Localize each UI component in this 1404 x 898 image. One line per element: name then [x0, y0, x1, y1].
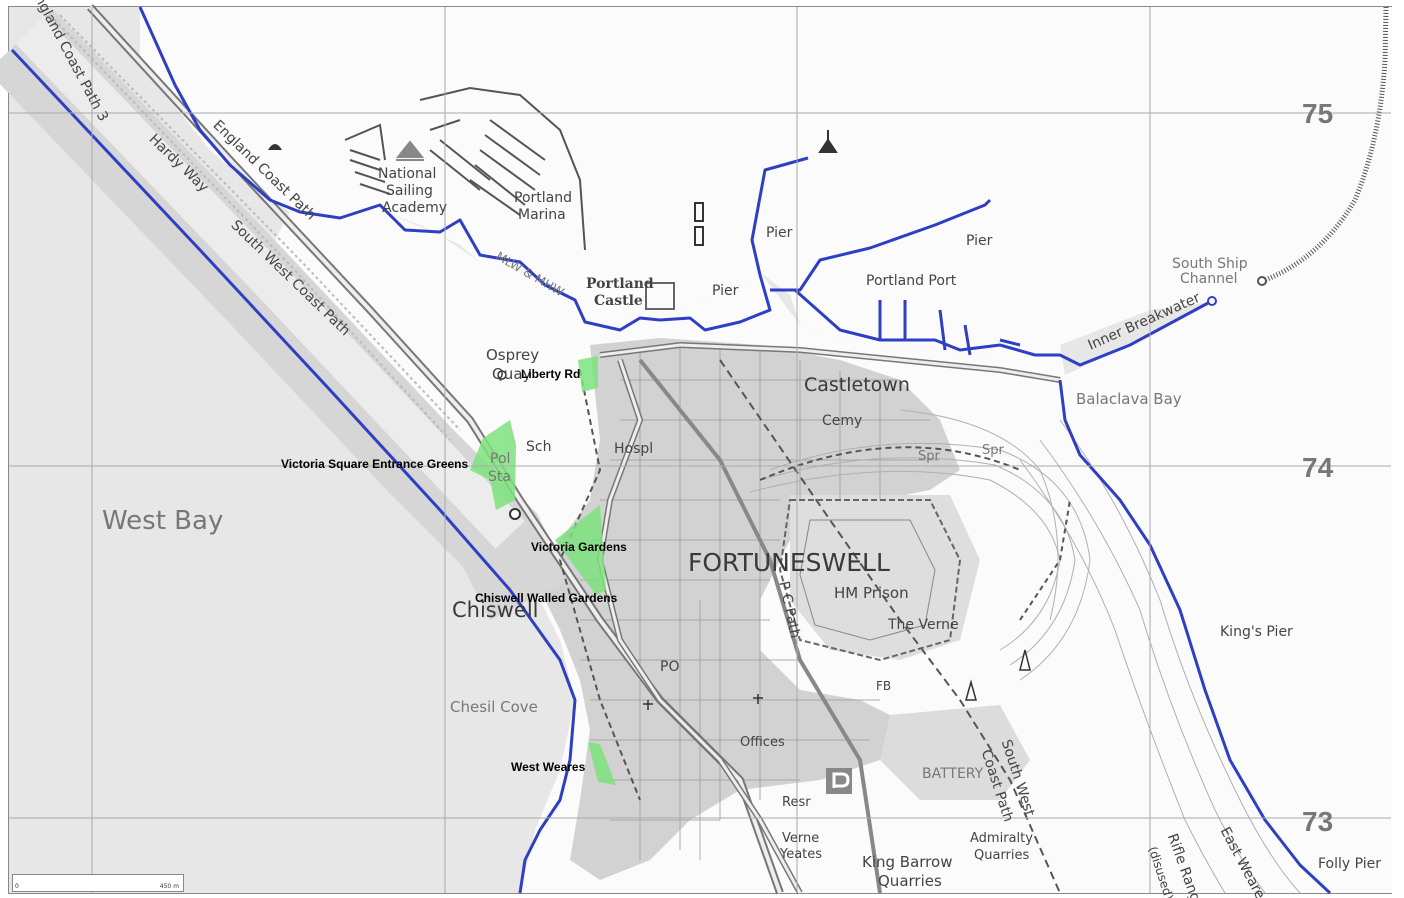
- label-po: PO: [660, 659, 680, 675]
- pier-right: [770, 198, 992, 292]
- road-verne: [638, 358, 882, 894]
- scale-start-label: 0: [15, 883, 19, 890]
- green-victoria-gardens: [555, 505, 606, 595]
- label-fb: FB: [876, 679, 892, 693]
- lighthouse-icon: [268, 144, 282, 150]
- label-castletown: Castletown: [804, 374, 910, 396]
- coastline-west: [10, 48, 577, 894]
- prison-area: [790, 495, 980, 660]
- label-pier-3: Pier: [712, 283, 739, 299]
- green-label-liberty-rd[interactable]: Liberty Rd: [521, 367, 581, 381]
- label-sch: Sch: [526, 439, 552, 455]
- label-fortuneswell: FORTUNESWELL: [688, 548, 890, 577]
- green-victoria-square: [470, 420, 516, 510]
- label-sta: Sta: [488, 469, 511, 485]
- label-portland-port: Portland Port: [866, 273, 957, 289]
- label-channel: Channel: [1180, 271, 1238, 287]
- grid-number-73: 73: [1302, 806, 1334, 837]
- label-king-barrow-quarries: Quarries: [878, 872, 942, 890]
- label-pier-2: Pier: [966, 233, 993, 249]
- label-admiralty-quarries: Quarries: [974, 848, 1030, 863]
- coastline-north: [138, 6, 809, 332]
- green-label-victoria-square[interactable]: Victoria Square Entrance Greens: [281, 457, 469, 471]
- label-hm-prison: HM Prison: [834, 584, 909, 602]
- grid-number-74: 74: [1302, 452, 1334, 483]
- green-liberty-rd: [578, 356, 598, 392]
- green-label-chiswell-walled[interactable]: Chiswell Walled Gardens: [475, 591, 618, 605]
- scale-bar: 0 450 m: [12, 874, 184, 892]
- label-chesil-cove: Chesil Cove: [450, 698, 538, 716]
- beacon-icon: [818, 130, 838, 153]
- label-verne: Verne: [782, 831, 820, 846]
- label-pier-1: Pier: [766, 225, 793, 241]
- label-spr-1: Spr: [918, 449, 940, 464]
- coastline-east: [1058, 379, 1332, 895]
- osprey-circle-icon: [497, 370, 507, 380]
- label-yeates: Yeates: [780, 847, 823, 862]
- label-chiswell: Chiswell: [452, 598, 539, 622]
- label-portland-castle-1: Portland: [586, 276, 654, 292]
- path-dashed-3: [759, 446, 1021, 481]
- mast-icon-1: [1019, 649, 1031, 671]
- roundabout-icon: [509, 508, 521, 520]
- pier-block-1: [694, 202, 704, 222]
- castle-square: [645, 282, 675, 310]
- label-battery: BATTERY: [922, 766, 984, 782]
- label-kings-pier: King's Pier: [1220, 624, 1293, 640]
- label-folly-pier: Folly Pier: [1318, 856, 1382, 872]
- land-area: [140, 7, 1392, 893]
- label-balaclava-bay: Balaclava Bay: [1076, 390, 1182, 408]
- label-cemy: Cemy: [822, 413, 863, 429]
- mast-icon-2: [965, 679, 977, 701]
- label-resr: Resr: [782, 795, 811, 810]
- port-coast: [794, 288, 1211, 367]
- scale-end-label: 450 m: [159, 883, 179, 890]
- grid-number-75: 75: [1302, 98, 1334, 129]
- label-portland-marina-1: Portland: [514, 190, 572, 206]
- label-spr-2: Spr: [982, 443, 1004, 458]
- label-the-verne: The Verne: [888, 617, 959, 633]
- label-portland-marina-2: Marina: [518, 207, 566, 223]
- battery-area: [880, 705, 1030, 800]
- label-quay: Quay: [492, 365, 532, 383]
- marina-boat-icon: [395, 140, 425, 161]
- church-cross-icon: [643, 694, 763, 710]
- breakwater-end: [1257, 276, 1267, 286]
- label-academy: Academy: [382, 200, 448, 216]
- label-admiralty: Admiralty: [970, 831, 1033, 846]
- inner-breakwater-end: [1207, 296, 1217, 306]
- label-national: National: [378, 166, 437, 182]
- label-osprey: Osprey: [486, 346, 540, 364]
- label-hospl: Hospl: [614, 441, 654, 457]
- label-offices: Offices: [740, 735, 785, 750]
- path-dashed: [719, 359, 1061, 894]
- path-dashed-4: [1019, 499, 1071, 621]
- label-king-barrow: King Barrow: [862, 853, 953, 871]
- label-portland-castle-2: Castle: [594, 293, 643, 309]
- label-west-bay: West Bay: [102, 506, 224, 536]
- path-dashed-2: [558, 369, 641, 801]
- label-south-ship: South Ship: [1172, 256, 1248, 272]
- pier-block-2: [694, 226, 704, 246]
- verne-citadel: [778, 499, 962, 662]
- label-pol: Pol: [490, 451, 511, 467]
- label-sailing: Sailing: [386, 183, 433, 199]
- green-label-west-weares[interactable]: West Weares: [511, 760, 586, 774]
- green-label-victoria-gardens[interactable]: Victoria Gardens: [531, 540, 627, 554]
- green-west-weares: [588, 742, 616, 785]
